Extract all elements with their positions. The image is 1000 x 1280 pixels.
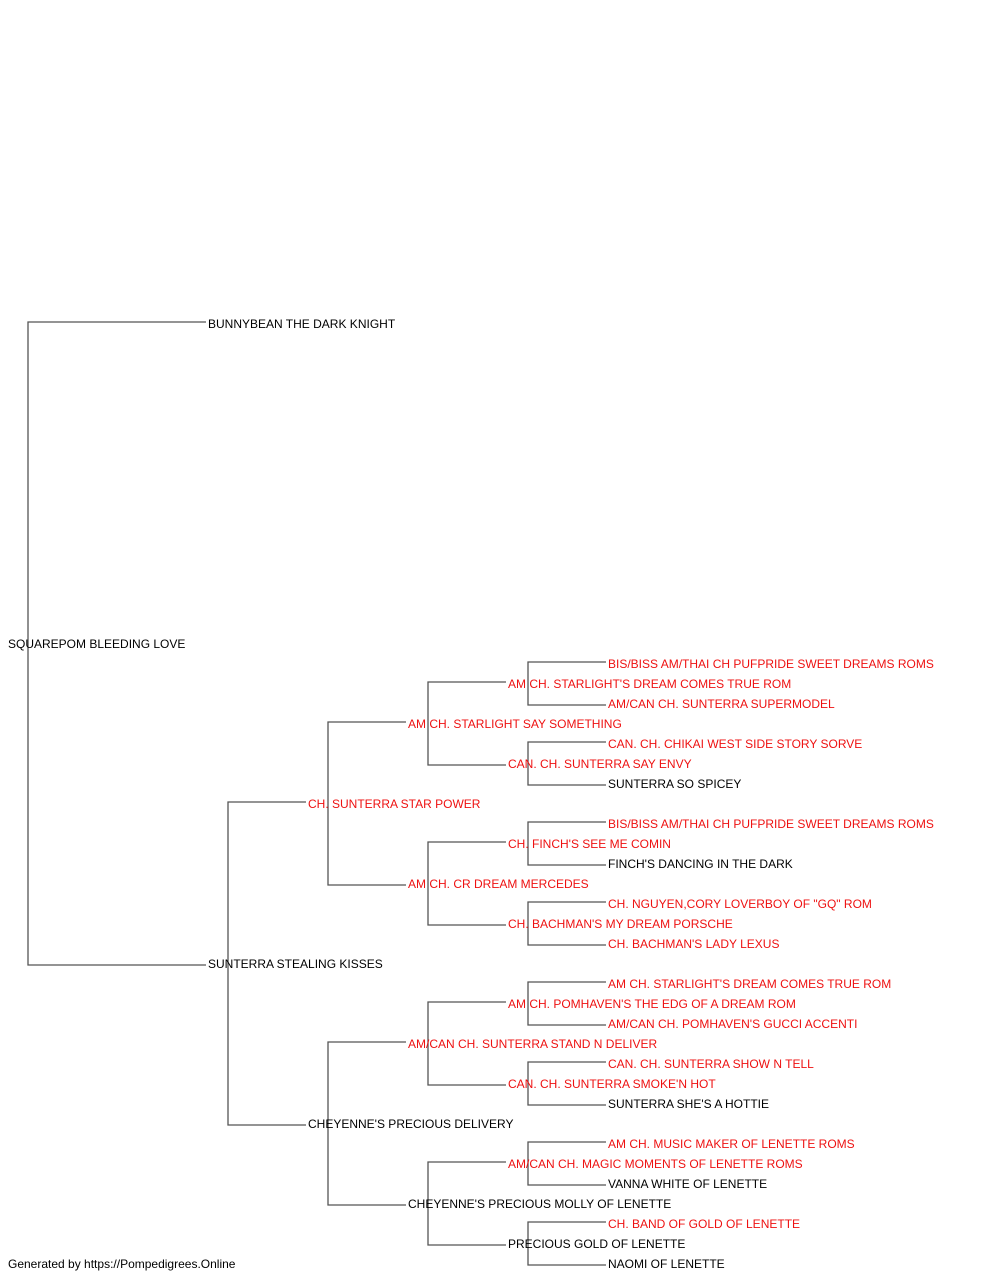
dog-g5-7[interactable]: CH. BACHMAN'S LADY LEXUS (608, 937, 780, 951)
connector-g3-3 (427, 1161, 506, 1246)
connector-dam-dam (327, 1041, 406, 1206)
connector-g4-4 (527, 981, 606, 1026)
dog-g5-5[interactable]: FINCH'S DANCING IN THE DARK (608, 857, 793, 871)
dog-sire[interactable]: BUNNYBEAN THE DARK KNIGHT (208, 317, 396, 331)
generated-by-footer[interactable]: Generated by https://Pompedigrees.Online (8, 1257, 236, 1271)
dog-g5-15[interactable]: NAOMI OF LENETTE (608, 1257, 725, 1271)
dog-g4-5[interactable]: CAN. CH. SUNTERRA SMOKE'N HOT (508, 1077, 716, 1091)
dog-g4-2[interactable]: CH. FINCH'S SEE ME COMIN (508, 837, 671, 851)
dog-g4-1[interactable]: CAN. CH. SUNTERRA SAY ENVY (508, 757, 692, 771)
dog-g5-1[interactable]: AM/CAN CH. SUNTERRA SUPERMODEL (608, 697, 835, 711)
dog-g5-6[interactable]: CH. NGUYEN,CORY LOVERBOY OF "GQ" ROM (608, 897, 872, 911)
dog-g4-3[interactable]: CH. BACHMAN'S MY DREAM PORSCHE (508, 917, 733, 931)
dog-dam-dam[interactable]: CHEYENNE'S PRECIOUS DELIVERY (308, 1117, 514, 1131)
dog-g4-6[interactable]: AM/CAN CH. MAGIC MOMENTS OF LENETTE ROMS (508, 1157, 803, 1171)
dog-subject[interactable]: SQUAREPOM BLEEDING LOVE (8, 637, 186, 651)
dog-g5-9[interactable]: AM/CAN CH. POMHAVEN'S GUCCI ACCENTI (608, 1017, 858, 1031)
connector-g3-1 (427, 841, 506, 926)
dog-g4-4[interactable]: AM CH. POMHAVEN'S THE EDG OF A DREAM ROM (508, 997, 796, 1011)
dog-g5-11[interactable]: SUNTERRA SHE'S A HOTTIE (608, 1097, 769, 1111)
connector-dam (227, 801, 306, 1126)
dog-g5-3[interactable]: SUNTERRA SO SPICEY (608, 777, 742, 791)
connector-g4-3 (527, 901, 606, 946)
dog-g5-8[interactable]: AM CH. STARLIGHT'S DREAM COMES TRUE ROM (608, 977, 892, 991)
connector-g4-6 (527, 1141, 606, 1186)
connector-g4-1 (527, 741, 606, 786)
dog-g5-13[interactable]: VANNA WHITE OF LENETTE (608, 1177, 768, 1191)
dog-g3-0[interactable]: AM CH. STARLIGHT SAY SOMETHING (408, 717, 622, 731)
dog-g3-1[interactable]: AM CH. CR DREAM MERCEDES (408, 877, 589, 891)
connector-subject (27, 321, 206, 966)
dog-g5-2[interactable]: CAN. CH. CHIKAI WEST SIDE STORY SORVE (608, 737, 863, 751)
dog-g4-7[interactable]: PRECIOUS GOLD OF LENETTE (508, 1237, 686, 1251)
connector-g3-0 (427, 681, 506, 766)
dog-g5-10[interactable]: CAN. CH. SUNTERRA SHOW N TELL (608, 1057, 814, 1071)
dog-dam-sire[interactable]: CH. SUNTERRA STAR POWER (308, 797, 481, 811)
dog-g5-4[interactable]: BIS/BISS AM/THAI CH PUFPRIDE SWEET DREAM… (608, 817, 934, 831)
dog-g4-0[interactable]: AM CH. STARLIGHT'S DREAM COMES TRUE ROM (508, 677, 792, 691)
dog-g5-0[interactable]: BIS/BISS AM/THAI CH PUFPRIDE SWEET DREAM… (608, 657, 934, 671)
dog-g5-12[interactable]: AM CH. MUSIC MAKER OF LENETTE ROMS (608, 1137, 855, 1151)
dog-g5-14[interactable]: CH. BAND OF GOLD OF LENETTE (608, 1217, 801, 1231)
connector-g4-2 (527, 821, 606, 866)
connector-g3-2 (427, 1001, 506, 1086)
connector-dam-sire (327, 721, 406, 886)
dog-g3-2[interactable]: AM/CAN CH. SUNTERRA STAND N DELIVER (408, 1037, 658, 1051)
connector-g4-7 (527, 1221, 606, 1266)
connector-g4-5 (527, 1061, 606, 1106)
dog-g3-3[interactable]: CHEYENNE'S PRECIOUS MOLLY OF LENETTE (408, 1197, 672, 1211)
connector-g4-0 (527, 661, 606, 706)
dog-dam[interactable]: SUNTERRA STEALING KISSES (208, 957, 383, 971)
